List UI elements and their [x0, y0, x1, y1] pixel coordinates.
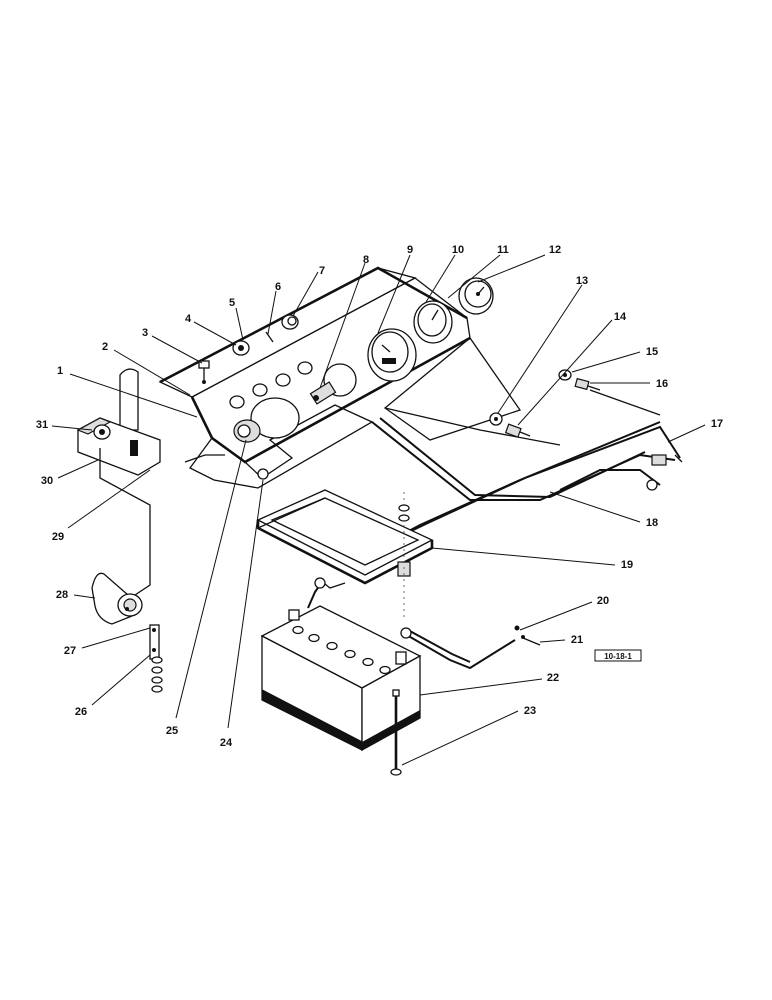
callout-27: 27 [64, 645, 76, 657]
callout-17: 17 [711, 418, 723, 430]
callout-11: 11 [497, 244, 509, 256]
figure-code: 10-18-1 [594, 649, 642, 662]
callout-2: 2 [102, 341, 108, 353]
callout-3: 3 [142, 327, 148, 339]
callout-14: 14 [614, 311, 627, 323]
callout-5: 5 [229, 297, 235, 309]
panel-switches [198, 314, 337, 480]
callout-16: 16 [656, 378, 668, 390]
callout-7: 7 [319, 265, 325, 277]
callout-6: 6 [275, 281, 281, 293]
callout-13: 13 [576, 275, 588, 287]
steering-column [76, 368, 161, 596]
callout-8: 8 [363, 254, 369, 266]
callout-21: 21 [571, 634, 583, 646]
callout-12: 12 [549, 244, 561, 256]
callout-25: 25 [166, 725, 178, 737]
battery-caps [292, 625, 391, 675]
gauge-tachometer [367, 328, 417, 382]
callout-1: 1 [57, 365, 63, 377]
callout-28: 28 [56, 589, 68, 601]
callout-31: 31 [36, 419, 48, 431]
callout-15: 15 [646, 346, 658, 358]
horn-bracket [149, 624, 163, 693]
leader-lines [51, 254, 706, 766]
gauge-temperature [413, 300, 453, 344]
callout-26: 26 [75, 706, 87, 718]
figure-code-text: 10-18-1 [604, 652, 632, 661]
callout-4: 4 [185, 313, 192, 325]
wiring-harness [184, 389, 683, 566]
callout-19: 19 [621, 559, 633, 571]
battery-tray [256, 489, 434, 620]
callout-23: 23 [524, 705, 536, 717]
callout-30: 30 [41, 475, 53, 487]
gauge-fuel [458, 277, 494, 315]
callout-24: 24 [220, 737, 233, 749]
callout-9: 9 [407, 244, 413, 256]
callout-10: 10 [452, 244, 464, 256]
callout-18: 18 [646, 517, 658, 529]
horn [91, 572, 143, 625]
callout-20: 20 [597, 595, 609, 607]
callout-29: 29 [52, 531, 64, 543]
battery [260, 605, 422, 776]
warning-lamps [489, 369, 601, 438]
callout-labels: 1 2 3 4 5 6 7 8 9 10 11 12 13 14 15 16 1… [36, 244, 723, 749]
battery-cables [307, 577, 541, 670]
callout-22: 22 [547, 672, 559, 684]
